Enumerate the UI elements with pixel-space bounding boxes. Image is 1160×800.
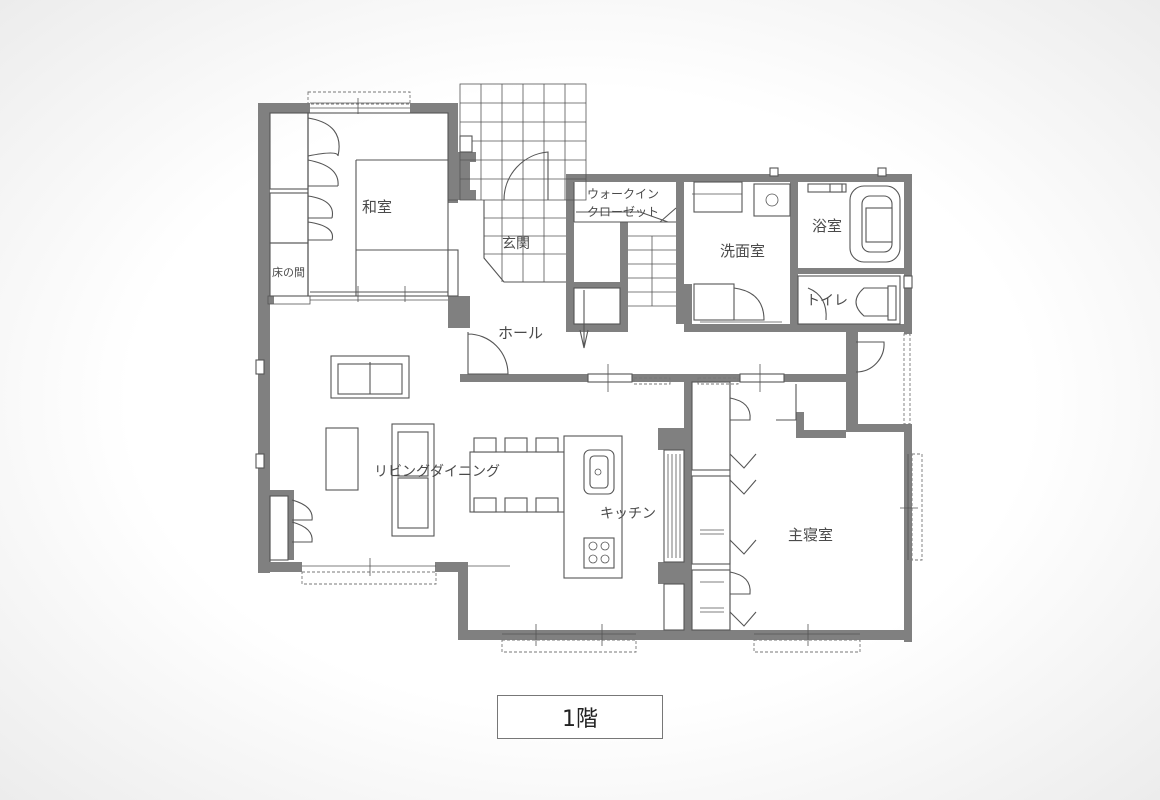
bathroom	[807, 183, 901, 263]
kitchen-island	[563, 435, 685, 631]
genkan-tiles	[459, 83, 587, 283]
label-yokushitsu: 浴室	[812, 217, 842, 235]
hall-fixtures	[447, 199, 885, 392]
label-genkan: 玄関	[502, 235, 530, 252]
label-hall: ホール	[498, 324, 543, 342]
label-closet: クローゼット	[587, 205, 659, 219]
label-bedroom: 主寝室	[788, 526, 833, 544]
stairs	[573, 235, 676, 349]
wash-room	[692, 181, 791, 323]
label-toilet: トイレ	[806, 293, 848, 309]
floor-label-badge: 1階	[497, 695, 663, 739]
washitsu-tatami	[267, 112, 449, 305]
label-senmen: 洗面室	[720, 242, 765, 260]
walkin-closet	[573, 182, 677, 223]
dining-table	[469, 437, 565, 513]
toilet-room	[797, 275, 901, 325]
oshiire	[269, 112, 340, 297]
label-living: リビングダイニング	[374, 464, 500, 480]
label-tokonoma: 床の間	[272, 265, 305, 279]
floor-label-text: 1階	[562, 707, 598, 732]
label-walkin: ウォークイン	[587, 187, 659, 201]
room-labels: 和室 床の間 玄関 ウォークイン クローゼット 洗面室 浴室 トイレ ホール リ…	[272, 187, 848, 544]
windows	[255, 91, 923, 653]
label-washitsu: 和室	[362, 198, 392, 216]
bedroom-closets	[691, 381, 797, 631]
label-kitchen: キッチン	[600, 506, 656, 522]
living-furniture	[269, 355, 435, 562]
